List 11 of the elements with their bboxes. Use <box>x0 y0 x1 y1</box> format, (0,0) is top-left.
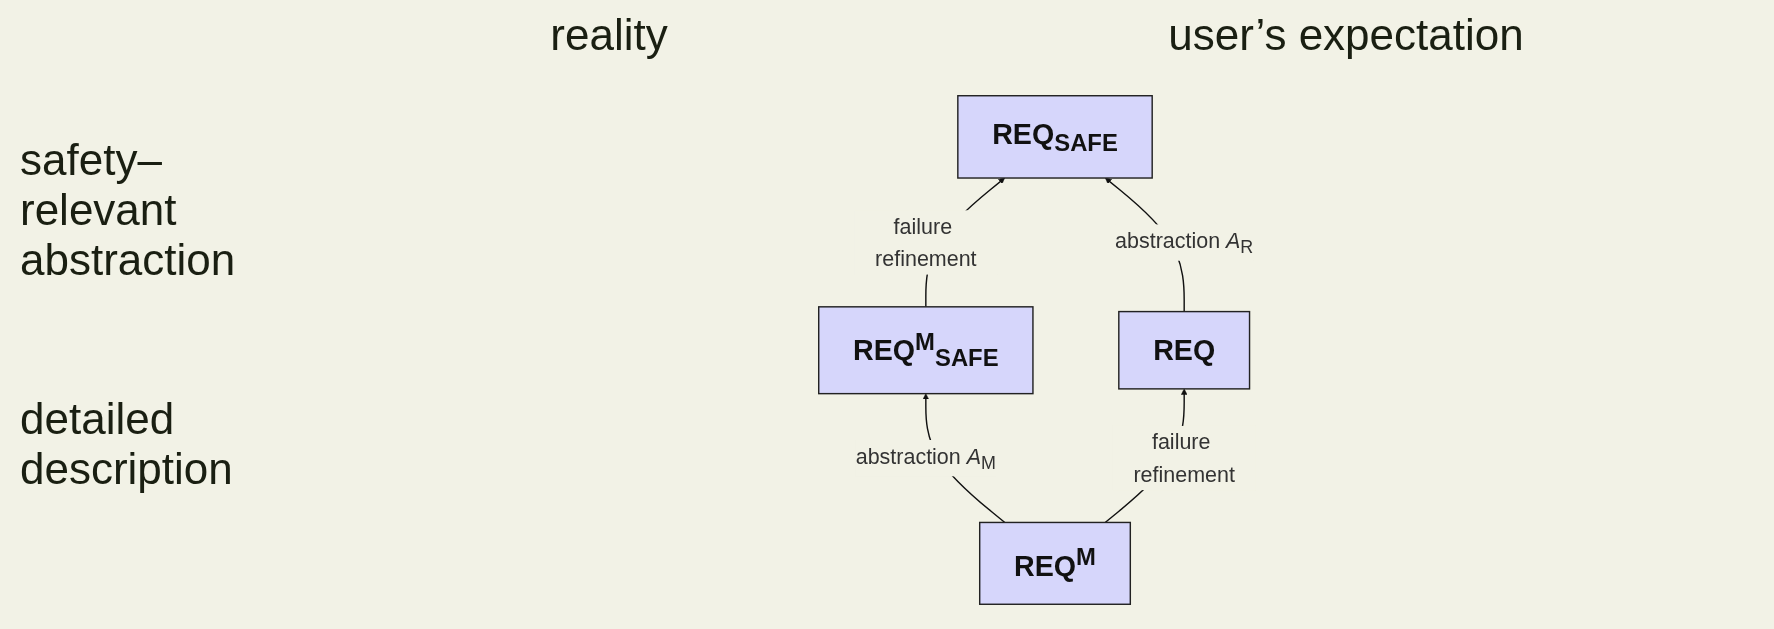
node-box: REQ$^{M}$ <box>978 521 1131 605</box>
edge-label: abstraction A$_{R}$ <box>1114 228 1254 257</box>
node-box: REQ <box>1117 310 1251 390</box>
edge-label: failure refinement <box>874 214 977 270</box>
edge-label: failure refinement <box>1133 429 1235 486</box>
column-heading: user’s expectation <box>1168 10 1524 60</box>
edge-label: abstraction A$_{M}$ <box>855 443 996 472</box>
row-heading: detailed description <box>20 394 234 495</box>
column-heading: reality <box>550 10 668 60</box>
node-box: REQ$_{SAFE}$ <box>956 94 1153 179</box>
row-heading: safety– relevant abstraction <box>20 134 237 285</box>
